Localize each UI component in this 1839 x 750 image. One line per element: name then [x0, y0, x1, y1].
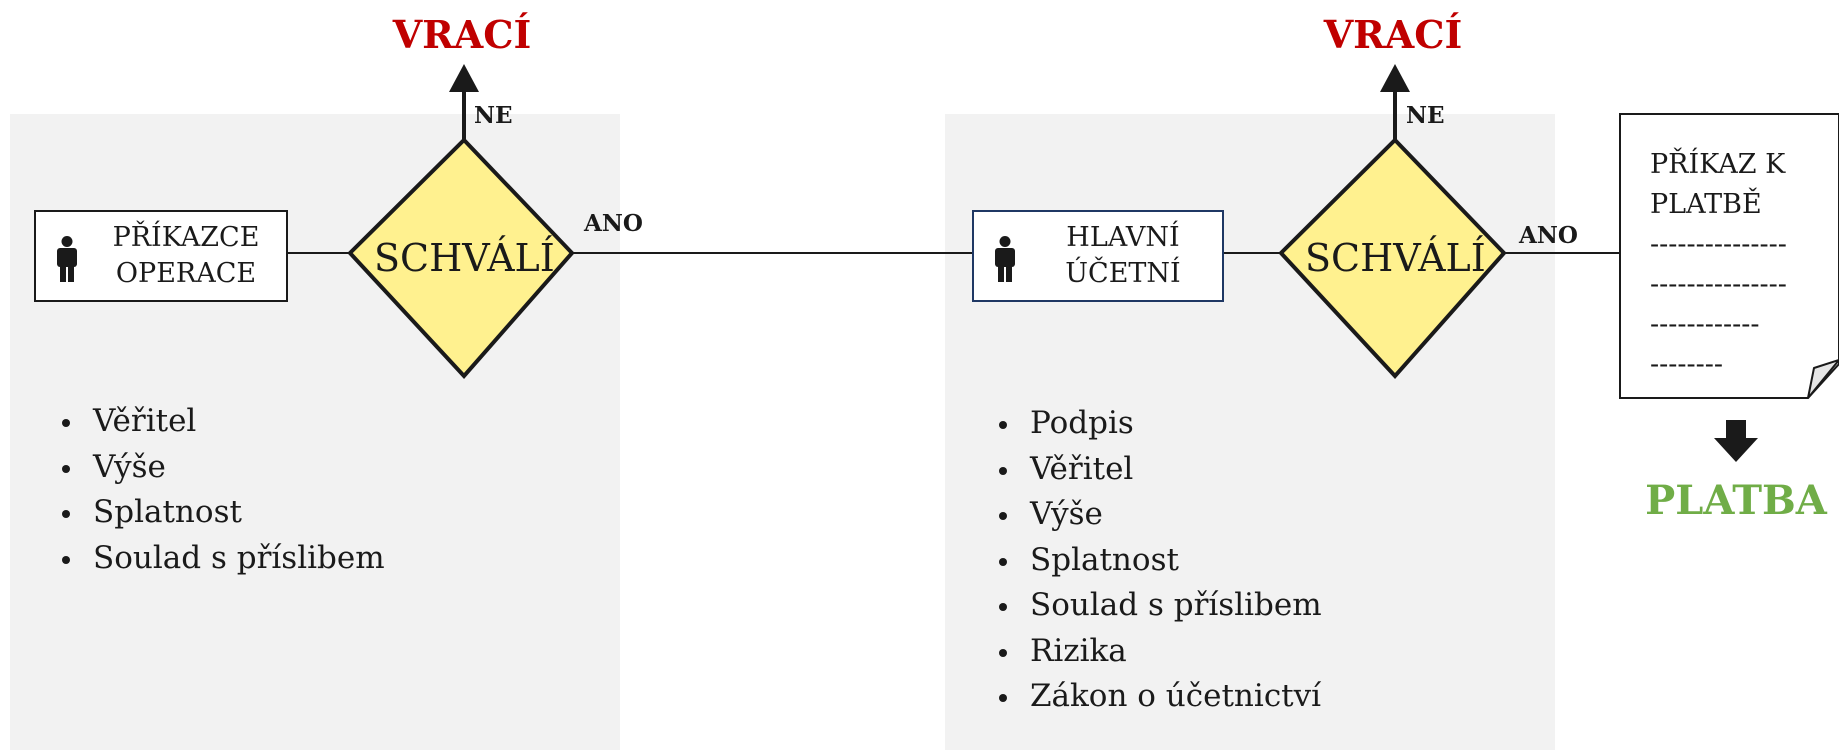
- payment-order-text: PŘÍKAZ K PLATBĚ --------------- --------…: [1650, 145, 1835, 385]
- rejected-label-left: VRACÍ: [392, 12, 532, 57]
- payment-order-dash-line: ---------------: [1650, 269, 1787, 300]
- rejected-label-right: VRACÍ: [1323, 12, 1463, 57]
- no-branch-label-left: NE: [474, 102, 513, 129]
- payment-order-document: [1619, 113, 1839, 399]
- yes-branch-label-right: ANO: [1519, 222, 1578, 249]
- role-line1: PŘÍKAZCE: [112, 222, 260, 253]
- decision-diamond-right: [1278, 137, 1507, 379]
- list-item: Splatnost: [55, 490, 385, 536]
- checklist-right: Podpis Věřitel Výše Splatnost Soulad s p…: [992, 401, 1322, 720]
- person-icon: [995, 236, 1015, 282]
- checklist-left: Věřitel Výše Splatnost Soulad s příslibe…: [55, 399, 385, 581]
- arrow-ne-left-head: [449, 64, 479, 92]
- list-item: Věřitel: [55, 399, 385, 445]
- role-label-left: PŘÍKAZCE OPERACE: [92, 212, 280, 300]
- yes-branch-label-left: ANO: [584, 210, 643, 237]
- role-line2: OPERACE: [115, 258, 257, 289]
- list-item: Rizika: [992, 629, 1322, 675]
- decision-label-right: SCHVÁLÍ: [1305, 236, 1486, 280]
- down-arrow-icon: [1714, 420, 1758, 462]
- payment-order-dash-line: --------: [1650, 349, 1723, 380]
- person-icon: [57, 236, 77, 282]
- list-item: Podpis: [992, 401, 1322, 447]
- payment-result-label: PLATBA: [1645, 477, 1827, 524]
- payment-order-title-line1: PŘÍKAZ K: [1650, 149, 1786, 180]
- payment-order-dash-line: ---------------: [1650, 229, 1787, 260]
- list-item: Věřitel: [992, 447, 1322, 493]
- list-item: Soulad s příslibem: [55, 536, 385, 582]
- list-item: Splatnost: [992, 538, 1322, 584]
- decision-diamond-left: [347, 137, 575, 379]
- list-item: Výše: [55, 445, 385, 491]
- role-box-prikazce: PŘÍKAZCE OPERACE: [34, 210, 288, 302]
- document-page-curl-icon: [1807, 359, 1839, 399]
- list-item: Zákon o účetnictví: [992, 674, 1322, 720]
- no-branch-label-right: NE: [1406, 102, 1445, 129]
- role-label-right: HLAVNÍ ÚČETNÍ: [1030, 212, 1216, 300]
- list-item: Soulad s příslibem: [992, 583, 1322, 629]
- decision-label-left: SCHVÁLÍ: [374, 236, 555, 280]
- payment-order-dash-line: ------------: [1650, 309, 1760, 340]
- payment-order-title-line2: PLATBĚ: [1650, 189, 1762, 220]
- role-line1: HLAVNÍ: [1066, 222, 1180, 253]
- role-line2: ÚČETNÍ: [1065, 258, 1181, 289]
- role-box-hlavni-ucetni: HLAVNÍ ÚČETNÍ: [972, 210, 1224, 302]
- arrow-ne-right-head: [1380, 64, 1410, 92]
- list-item: Výše: [992, 492, 1322, 538]
